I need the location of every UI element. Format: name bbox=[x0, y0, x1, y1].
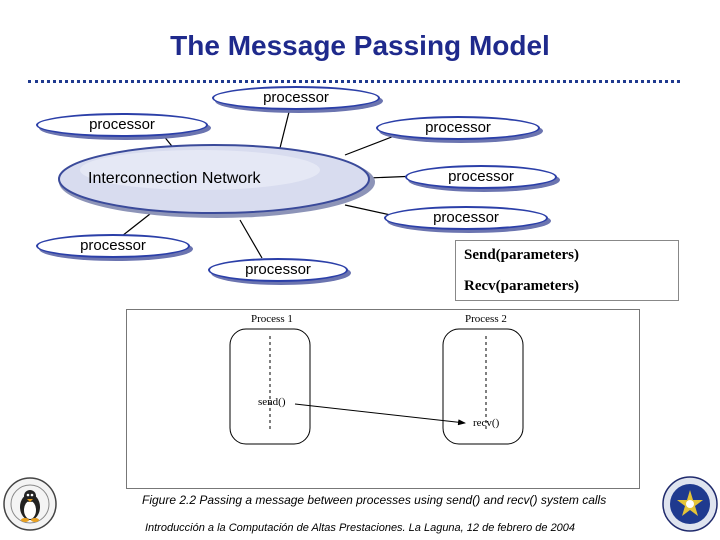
link-line bbox=[239, 219, 263, 259]
processor-node: processor bbox=[376, 116, 540, 140]
slide-title: The Message Passing Model bbox=[170, 30, 550, 61]
processor-node: processor bbox=[36, 234, 190, 258]
network-cloud bbox=[58, 144, 375, 218]
recv-call-label: recv() bbox=[473, 417, 500, 429]
figure-caption: Figure 2.2 Passing a message between pro… bbox=[142, 493, 607, 507]
processor-node: processor bbox=[405, 165, 557, 189]
processor-node: processor bbox=[384, 206, 548, 230]
processor-node: processor bbox=[208, 258, 348, 282]
slide-footer: Introducción a la Computación de Altas P… bbox=[144, 522, 576, 534]
processor-node: processor bbox=[212, 86, 380, 110]
university-seal-icon bbox=[662, 476, 718, 532]
process1-box bbox=[229, 328, 311, 445]
title-divider bbox=[28, 80, 680, 83]
message-arrow bbox=[294, 403, 466, 426]
processor-node: processor bbox=[36, 113, 208, 137]
process2-label: Process 2 bbox=[465, 313, 507, 325]
send-text: Send(parameters) bbox=[464, 247, 579, 263]
penguin-logo-icon bbox=[3, 477, 57, 531]
figure-drawing bbox=[229, 328, 524, 445]
process1-label: Process 1 bbox=[251, 313, 293, 325]
process-figure: Process 1 Process 2 send() recv() bbox=[126, 309, 640, 489]
send-call-label: send() bbox=[258, 396, 286, 408]
recv-text: Recv(parameters) bbox=[464, 278, 579, 294]
api-box: Send(parameters) Recv(parameters) bbox=[455, 240, 679, 301]
link-line bbox=[121, 213, 151, 237]
link-line bbox=[279, 107, 291, 149]
process2-box bbox=[442, 328, 524, 445]
network-label: Interconnection Network bbox=[88, 170, 261, 187]
